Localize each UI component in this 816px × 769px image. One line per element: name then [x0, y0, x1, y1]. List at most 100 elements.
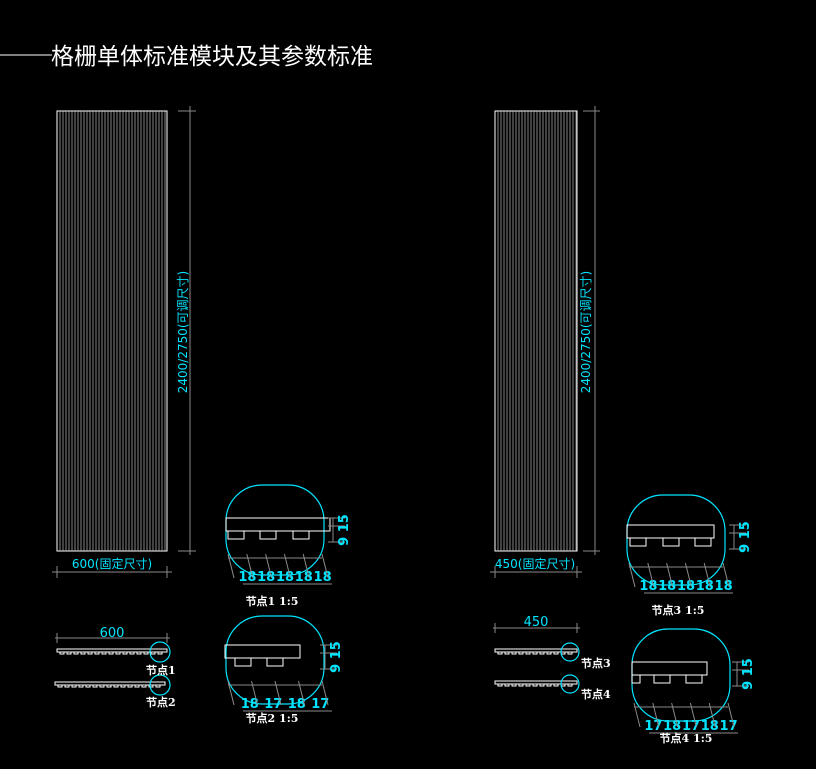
plan-slat — [567, 683, 573, 687]
plan-slat — [143, 651, 149, 655]
dimension-tick — [708, 702, 716, 728]
left-plan-width: 600 — [100, 626, 125, 641]
dimension-tick — [227, 680, 235, 706]
right-height-dimension-line — [583, 106, 600, 555]
plan-slat — [66, 651, 72, 655]
dimension-tick — [265, 553, 273, 579]
detail-dimension-text: 17 — [264, 697, 282, 712]
dimension-tick — [703, 562, 711, 588]
node3-callout-circle — [560, 642, 580, 662]
detail-callout-outline — [225, 615, 325, 705]
plan-slat — [92, 684, 98, 688]
plan-slat — [525, 651, 531, 655]
right-plan-width: 450 — [524, 615, 549, 630]
detail-board — [224, 644, 301, 659]
node1-callout-circle — [149, 641, 171, 663]
detail-dimension-text: 18 — [241, 697, 259, 712]
plan-slat — [532, 651, 538, 655]
plan-slat — [504, 651, 510, 655]
plan-slat — [504, 683, 510, 687]
plan-slat — [129, 651, 135, 655]
dimension-tick — [628, 562, 636, 588]
detail-board — [626, 524, 715, 539]
dimension-tick — [283, 553, 291, 579]
dimension-tick — [652, 702, 660, 728]
plan-slat — [122, 651, 128, 655]
plan-slat — [148, 684, 154, 688]
plan-slat — [78, 684, 84, 688]
node2-callout-circle — [149, 674, 171, 696]
plan-slat — [99, 684, 105, 688]
detail-slat — [631, 674, 641, 684]
detail-dimension-text: 17 — [311, 697, 329, 712]
plan-slat — [497, 651, 503, 655]
left-width-dimension-line — [52, 566, 172, 578]
node4-callout-circle — [560, 674, 580, 694]
plan-slat — [546, 683, 552, 687]
plan-slat — [532, 683, 538, 687]
dimension-tick — [689, 702, 697, 728]
dimension-tick — [671, 702, 679, 728]
detail-caption: 节点2 1:5 — [246, 711, 299, 725]
detail-dimension-text: 18 — [696, 579, 714, 594]
plan-slat — [511, 683, 517, 687]
plan-slat — [134, 684, 140, 688]
plan-slat — [539, 683, 545, 687]
plan-slat — [85, 684, 91, 688]
plan-slat — [150, 651, 156, 655]
detail-dimension-text: 18 — [639, 579, 657, 594]
dimension-tick — [246, 553, 254, 579]
detail-dimension-text: 18 — [715, 579, 733, 594]
detail-dimension-text: 18 — [276, 570, 294, 585]
detail-dimension-text: 17 — [720, 719, 738, 734]
plan-slat — [94, 651, 100, 655]
detail-slat — [694, 537, 712, 547]
node2-tag: 节点2 — [146, 695, 176, 709]
dimension-tick — [684, 562, 692, 588]
right-plan-section-4 — [494, 680, 578, 687]
right-grille-elevation — [494, 110, 578, 552]
plan-slat — [113, 684, 119, 688]
dimension-tick — [722, 562, 730, 588]
dimension-tick — [633, 702, 641, 728]
detail-caption: 节点1 1:5 — [246, 594, 299, 608]
right-height-dimension: 2400/2750(可调尺寸) — [579, 271, 593, 394]
detail-slat — [259, 530, 277, 540]
dimension-tick — [321, 680, 329, 706]
plan-slat — [127, 684, 133, 688]
node4-tag: 节点4 — [581, 687, 611, 701]
drawing-title: 格栅单体标准模块及其参数标准 — [51, 44, 373, 70]
dimension-tick — [302, 553, 310, 579]
plan-slat — [546, 651, 552, 655]
detail-caption: 节点3 1:5 — [652, 603, 705, 617]
detail-dimension-text: 18 — [238, 570, 256, 585]
plan-slat — [64, 684, 70, 688]
plan-slat — [101, 651, 107, 655]
plan-slat — [59, 651, 65, 655]
plan-slat — [553, 651, 559, 655]
detail-board — [225, 517, 331, 532]
plan-slat — [525, 683, 531, 687]
detail-slat — [662, 537, 680, 547]
detail-dimension-text: 18 — [677, 579, 695, 594]
detail-dimension-text: 18 — [288, 697, 306, 712]
detail-slat — [629, 537, 647, 547]
left-height-dimension-line — [178, 106, 196, 555]
plan-slat — [120, 684, 126, 688]
plan-slat — [155, 684, 161, 688]
plan-slat — [87, 651, 93, 655]
detail-slat — [234, 657, 252, 667]
dimension-tick — [666, 562, 674, 588]
detail-dimension-text: 18 — [314, 570, 332, 585]
plan-slat — [511, 651, 517, 655]
left-plan-section-1 — [56, 648, 168, 655]
plan-slat — [518, 651, 524, 655]
detail-slat — [292, 530, 310, 540]
right-plan-section-3 — [494, 648, 578, 655]
detail-callout-outline — [626, 494, 726, 586]
